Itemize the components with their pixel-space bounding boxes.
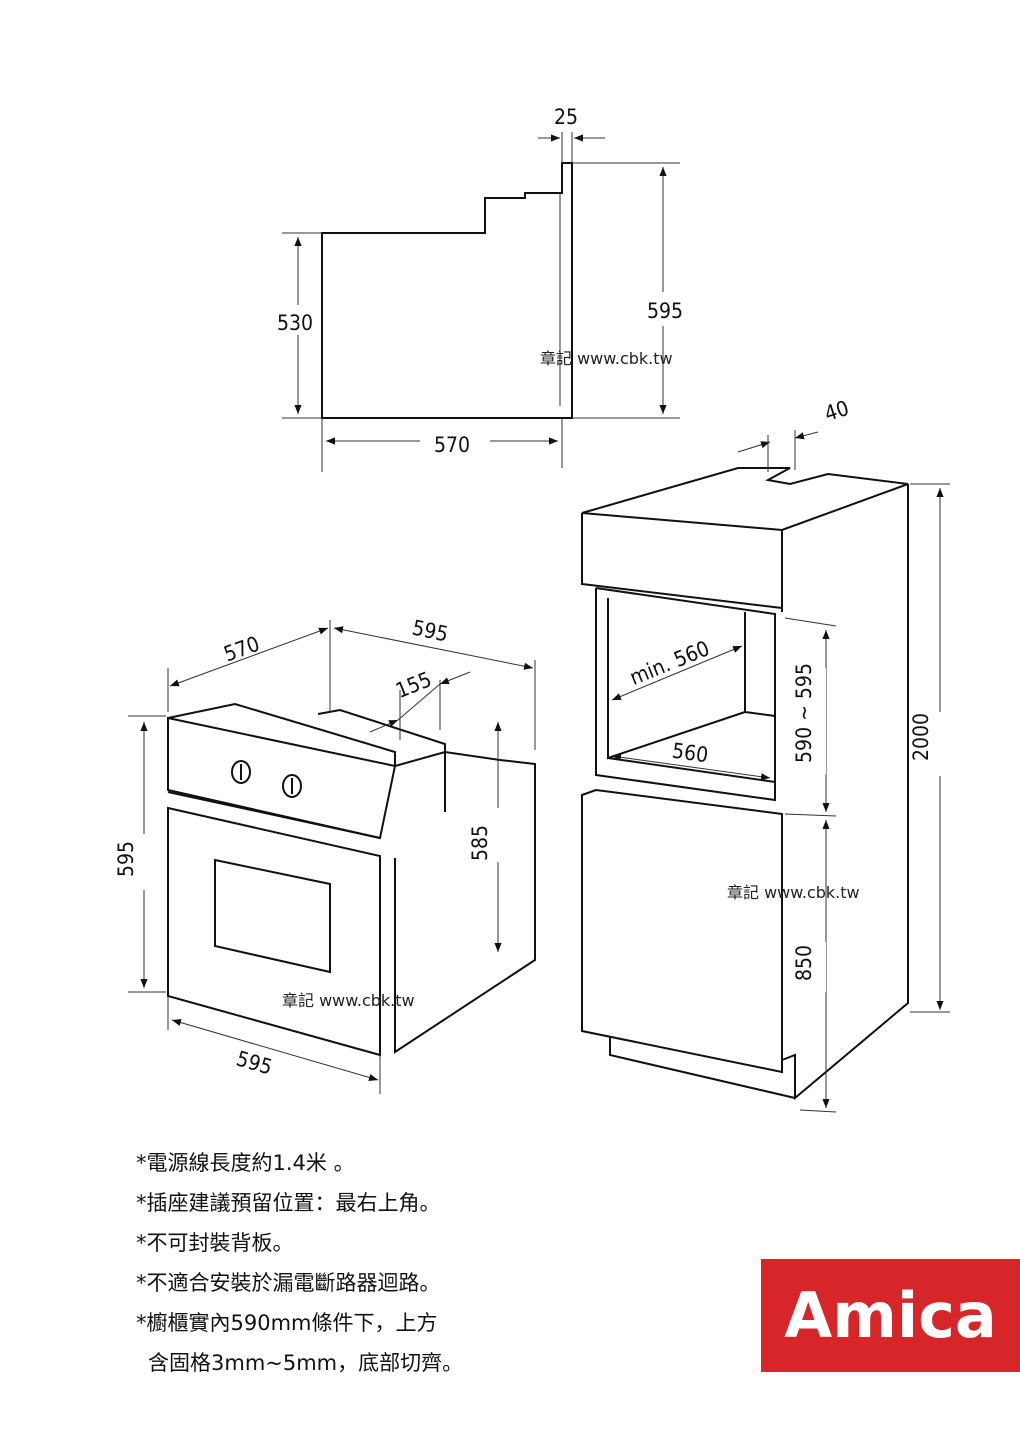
oven-depth-label: 570: [221, 632, 263, 667]
cab-top-gap-label: 40: [822, 396, 852, 426]
note-item: 含固格3mm~5mm，底部切齊。: [148, 1351, 464, 1375]
cab-lower-height-label: 850: [792, 945, 816, 981]
side-gap-label: 25: [554, 105, 578, 129]
side-depth-label: 570: [434, 433, 470, 457]
oven-body-height-label: 585: [468, 825, 492, 861]
note-item: *插座建議預留位置：最右上角。: [136, 1191, 441, 1215]
side-depth-height-label: 530: [277, 311, 313, 335]
note-item: *櫥櫃實內590mm條件下，上方: [136, 1311, 438, 1335]
installation-notes: *電源線長度約1.4米 。 *插座建議預留位置：最右上角。 *不可封裝背板。 *…: [136, 1143, 696, 1383]
watermark: 章記 www.cbk.tw: [540, 349, 673, 368]
note-item: *不可封裝背板。: [136, 1231, 294, 1255]
watermark: 章記 www.cbk.tw: [282, 991, 415, 1010]
oven-height-label: 595: [114, 841, 138, 877]
cab-total-height-label: 2000: [909, 713, 933, 761]
logo-text: Amica: [784, 1279, 997, 1352]
oven-width-bottom-label: 595: [234, 1047, 275, 1080]
oven-view: 570 595 155 595 585 595 章記 www.cbk.tw: [114, 616, 536, 1094]
side-view: 25 595 530 570 章記 www.cbk.tw: [277, 105, 685, 472]
cab-width-label: 560: [671, 739, 710, 768]
amica-logo: Amica: [761, 1259, 1020, 1372]
watermark: 章記 www.cbk.tw: [727, 883, 860, 902]
oven-offset-label: 155: [392, 667, 434, 703]
oven-width-top-label: 595: [410, 616, 450, 647]
note-item: *電源線長度約1.4米 。: [136, 1151, 355, 1175]
cab-min-depth-label: min. 560: [626, 636, 713, 690]
cabinet-view: 40 2000 590 ~ 595 850 min. 560 560 章記 ww…: [581, 396, 950, 1113]
note-item: *不適合安裝於漏電斷路器迴路。: [136, 1271, 441, 1295]
cab-niche-height-label: 590 ~ 595: [792, 663, 816, 763]
side-height-label: 595: [647, 299, 683, 323]
